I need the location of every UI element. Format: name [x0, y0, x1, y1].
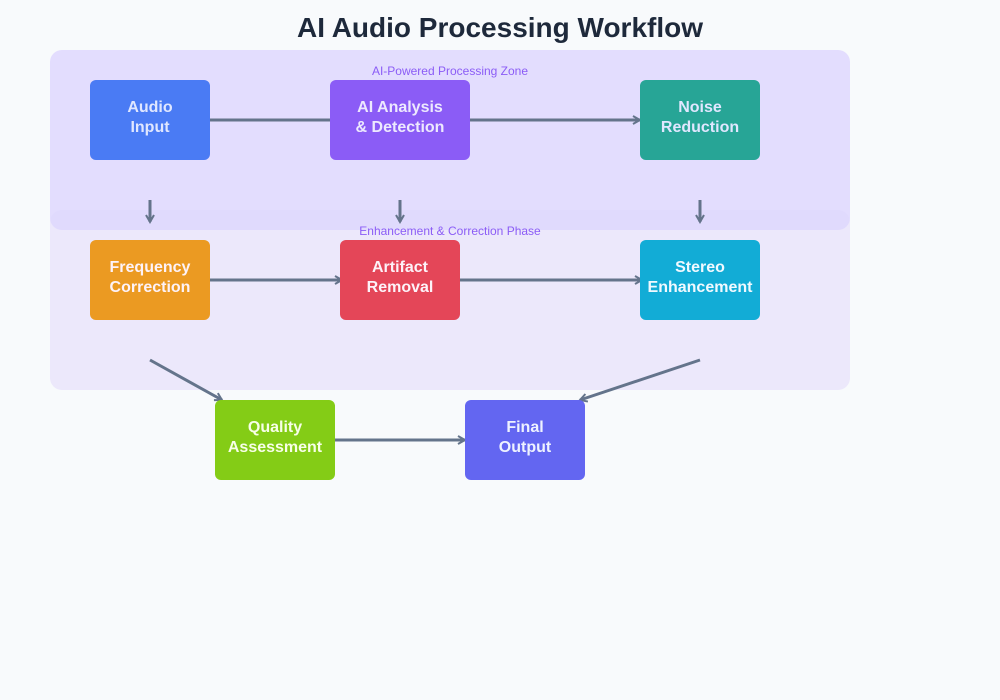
node-box[interactable]: [465, 400, 585, 480]
node-label-line: Enhancement: [648, 279, 754, 296]
node-label-line: Audio: [127, 99, 173, 116]
node-label-line: Quality: [248, 419, 302, 436]
node-label-line: AI Analysis: [357, 99, 443, 116]
edges-group: [150, 120, 700, 440]
node-label-line: Correction: [110, 279, 191, 296]
node-label-line: Artifact: [372, 259, 429, 276]
node-label-line: & Detection: [356, 119, 445, 136]
node-ai-analysis[interactable]: AI Analysis & Detection: [330, 80, 470, 160]
node-label-line: Frequency: [110, 259, 191, 276]
edge-frequency-correction-to-quality-assessment: [149, 358, 222, 402]
node-label-line: Noise: [678, 99, 722, 116]
node-box[interactable]: [90, 80, 210, 160]
node-label-line: Removal: [367, 279, 434, 296]
zone-enhancement-label: Enhancement & Correction Phase: [359, 224, 541, 238]
node-label-line: Input: [130, 119, 170, 136]
diagram-title: AI Audio Processing Workflow: [296, 12, 704, 43]
node-label-line: Stereo: [675, 259, 725, 276]
edge-stereo-enhancement-to-final-output: [580, 358, 701, 400]
node-box[interactable]: [330, 80, 470, 160]
node-label-line: Reduction: [661, 119, 739, 136]
node-label-line: Output: [499, 439, 552, 456]
node-box[interactable]: [640, 80, 760, 160]
node-box[interactable]: [215, 400, 335, 480]
node-box[interactable]: [640, 240, 760, 320]
zone-ai-label: AI-Powered Processing Zone: [372, 64, 528, 78]
node-box[interactable]: [340, 240, 460, 320]
node-label-line: Assessment: [228, 439, 323, 456]
node-label-line: Final: [506, 419, 543, 436]
node-box[interactable]: [90, 240, 210, 320]
